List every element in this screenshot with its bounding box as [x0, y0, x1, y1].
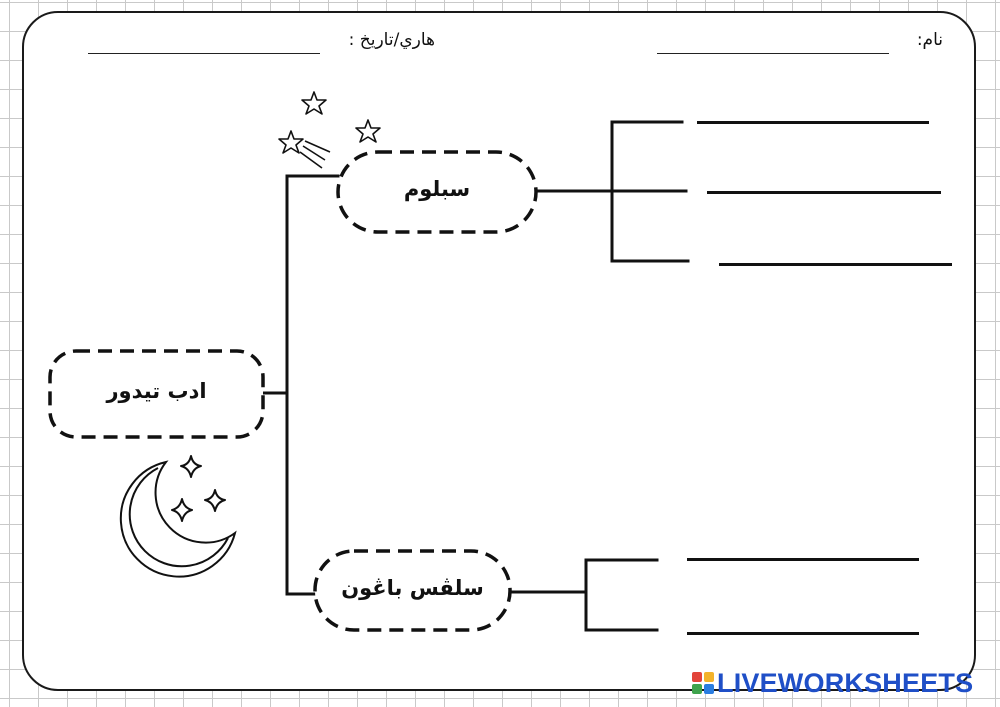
liveworksheets-brand[interactable]: LIVEWORKSHEETS [692, 668, 973, 698]
root-node-label: ادب تيدور [50, 379, 263, 403]
answer-line-b2-2[interactable] [687, 632, 919, 635]
brand-text: LIVEWORKSHEETS [717, 670, 973, 697]
sparkle-star-icon [181, 456, 201, 477]
branch-node-label-2: سلڤس باڠون [315, 576, 510, 600]
branch-node-label-1: سبلوم [338, 177, 536, 201]
shooting-star-trail [300, 141, 330, 168]
answer-line-b1-3[interactable] [719, 263, 952, 266]
shooting-star-icon [279, 131, 303, 153]
crescent-moon-icon [121, 462, 235, 577]
sparkle-star-icon [205, 490, 225, 511]
answer-line-b1-1[interactable] [697, 121, 929, 124]
star-icon [302, 92, 326, 114]
liveworksheets-logo-icon [692, 672, 714, 694]
answer-line-b2-1[interactable] [687, 558, 919, 561]
sparkle-star-icon [172, 499, 192, 521]
answer-line-b1-2[interactable] [707, 191, 941, 194]
star-icon [356, 120, 380, 142]
